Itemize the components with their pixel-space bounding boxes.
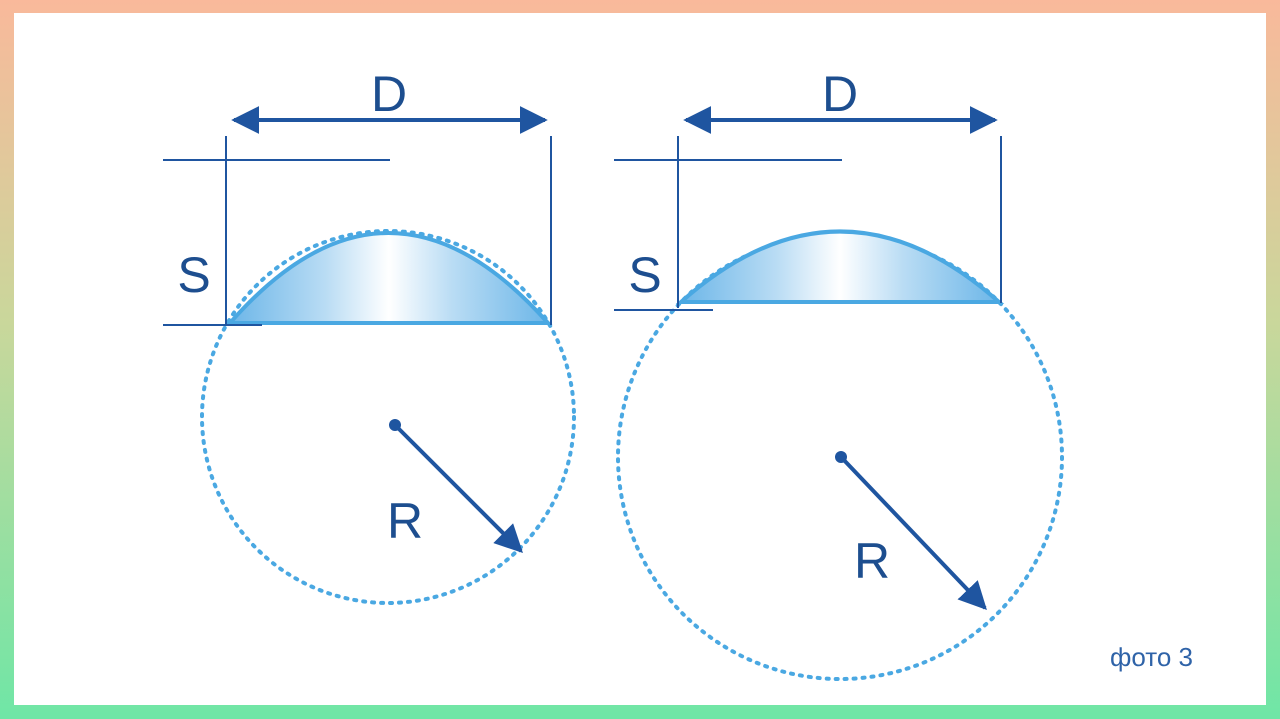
- lens-cap-1: [225, 231, 553, 325]
- radius-arrow-2: [839, 455, 987, 611]
- lens-cap-2: [675, 229, 1005, 304]
- radius-arrow-1: [393, 423, 523, 553]
- radius-label-2: R: [854, 533, 890, 589]
- sagitta-label-1: S: [177, 247, 210, 303]
- diameter-label-1: D: [371, 66, 407, 122]
- sphere-circle-1: [200, 229, 576, 605]
- lens-diagram-2: D S R: [614, 66, 1064, 681]
- lens-diagram-1: D S R: [163, 66, 576, 605]
- diameter-label-2: D: [822, 66, 858, 122]
- radius-label-1: R: [387, 493, 423, 549]
- diagram-panel: [14, 13, 1266, 705]
- photo-caption: фото 3: [1110, 642, 1193, 672]
- sagitta-label-2: S: [628, 247, 661, 303]
